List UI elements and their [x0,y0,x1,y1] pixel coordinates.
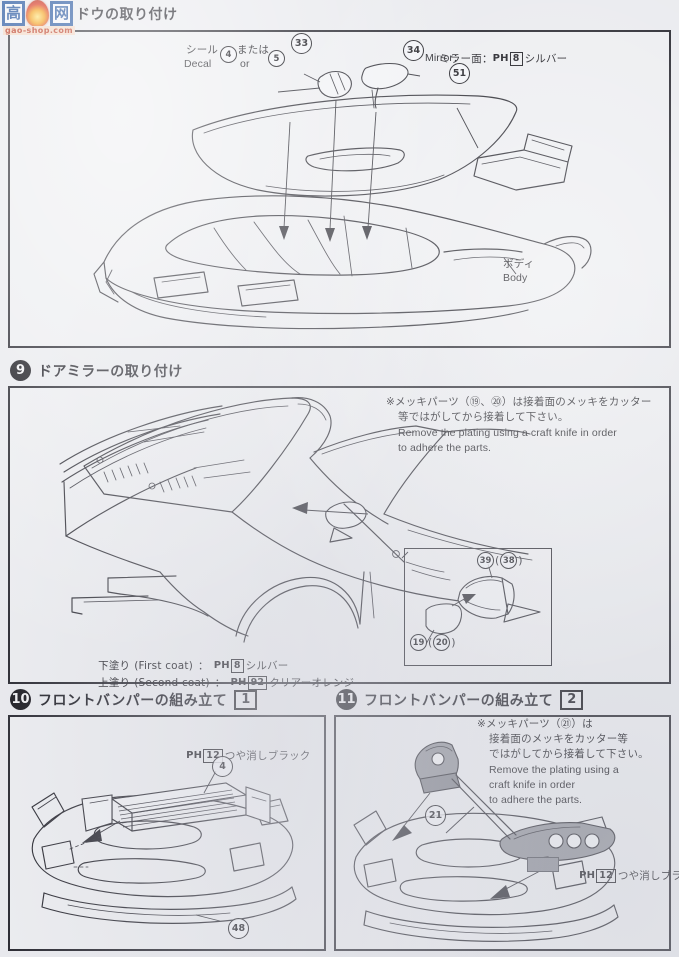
watermark-char-right: 网 [50,1,73,26]
section-11-paint-name: つや消しブラック [617,869,679,882]
paint-code-prefix-s11: PH [579,870,596,882]
paren-open: ( [495,554,500,567]
section-8-title: ドウの取り付け [76,7,178,23]
paint-code-prefix-second: PH [230,677,247,689]
section-8-decal-jp: シール [186,44,219,56]
part-number-4: 4 [212,756,233,777]
section-9-note-en-line1: Remove the plating using a craft knife i… [398,427,617,439]
part-number-4-decal: 4 [220,46,237,63]
paint-code-prefix-s10: PH [186,750,203,762]
section-8-decal-or-en: or [240,58,250,70]
part-number-20: 20 [433,634,451,651]
flame-icon [26,0,49,27]
section-9-note-en-line2: to adhere the parts. [398,442,492,454]
section-10-number: 10 [10,689,31,710]
part-number-48: 48 [228,918,249,939]
part-number-51: 51 [449,63,470,84]
section-8-header: ドウの取り付け [76,4,178,24]
section-10-paint-name: つや消しブラック [224,749,311,762]
paint-code-number-s11: 12 [596,868,616,883]
watermark-url: gao-shop.com [3,26,76,35]
section-11-note-jp-line1: ※メッキパーツ（㉑）は [477,718,593,730]
section-11-note-jp-line3: ではがしてから接着して下さい。 [489,748,649,760]
section-9-title: ドアミラーの取り付け [38,363,183,380]
part-number-39: 39 [477,552,494,569]
paint-code-number: 8 [509,51,523,66]
paint-code-number-second: 92 [247,675,268,690]
part-number-19: 19 [410,634,427,651]
section-8-body-jp: ボディ [503,258,535,270]
section-11-note-jp-line2: 接着面のメッキをカッター等 [489,733,629,745]
section-8-artwork [93,62,592,330]
second-coat-jp: 上塗り [98,676,131,689]
section-11-step-box: 2 [560,689,584,710]
section-9-number: 9 [10,360,31,381]
paren-close-2: ) [451,636,456,649]
section-11-note-en-line2: craft knife in order [489,779,576,791]
section-9-inset-bottom-parts: 19 ( 20 ) [410,634,456,651]
section-9-inset-top-parts: 39 ( 38 ) [477,552,523,569]
section-11-note-en-line3: to adhere the parts. [489,794,583,806]
second-coat-paint-name: クリアーオレンジ [269,676,355,689]
section-11-title: フロントバンパーの組み立て [364,692,554,709]
section-8-decal-or-jp: または [237,44,270,56]
second-coat-colon: ： [214,676,226,689]
paren-close: ) [518,554,523,567]
section-9-note-jp-line1: ※メッキパーツ（⑲、⑳）は接着面のメッキをカッター [386,396,652,408]
section-11-header: 11 フロントバンパーの組み立て 2 [336,689,584,710]
part-number-21: 21 [425,805,446,826]
section-11-note-en-line1: Remove the plating using a [489,764,619,776]
paint-color-swatch [527,857,559,872]
second-coat-en: (Second coat) [134,676,210,689]
section-8-body-en: Body [503,272,528,284]
part-number-5-decal: 5 [268,50,285,67]
part-number-38: 38 [500,552,518,569]
part-number-33: 33 [291,33,312,54]
paint-code-prefix: PH [492,53,509,65]
section-9-header: 9 ドアミラーの取り付け [10,360,183,381]
mirror-paint-name: シルバー [524,52,568,65]
watermark-logo: 高 网 gao-shop.com [2,0,76,37]
section-9-note-jp-line2: 等ではがしてから接着して下さい。 [398,411,569,423]
paren-open-2: ( [428,636,433,649]
part-number-34: 34 [403,40,424,61]
section-8-decal-en: Decal [184,58,212,70]
watermark-char-left: 高 [2,1,25,26]
